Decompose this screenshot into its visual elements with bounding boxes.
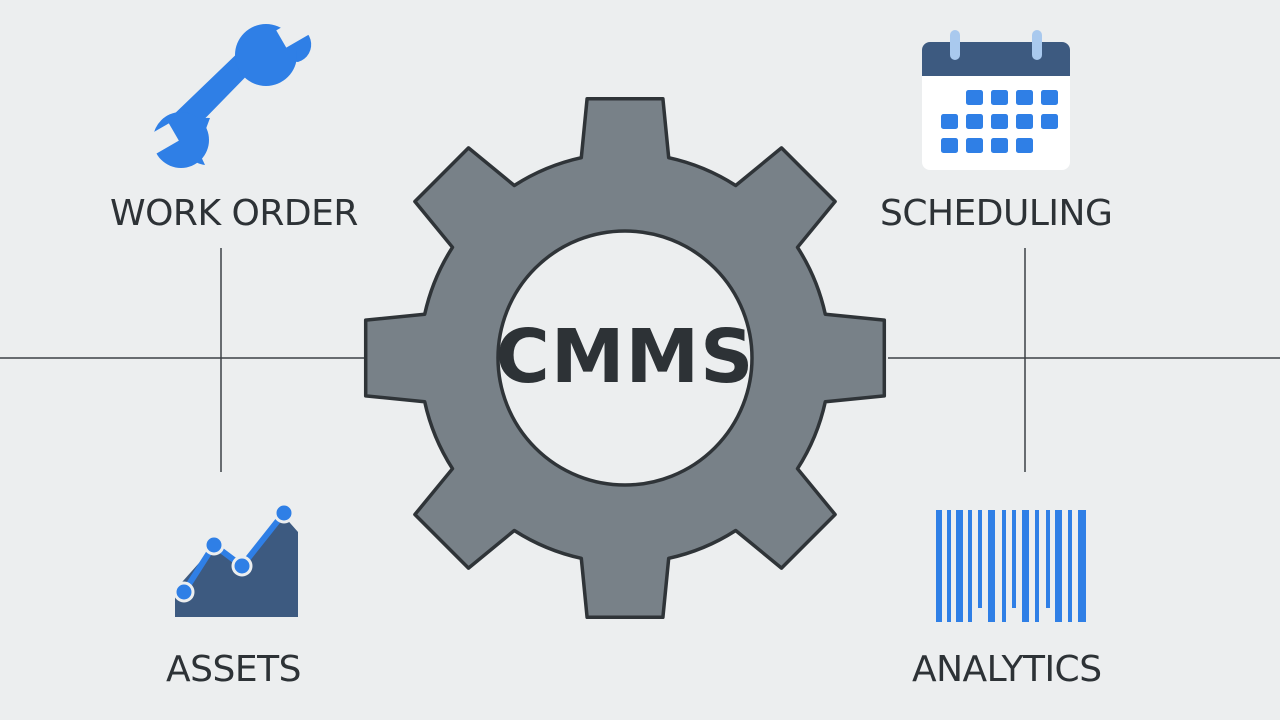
calendar-days-grid [941, 90, 1058, 153]
barcode-bar [1035, 510, 1039, 622]
gear-icon [363, 96, 887, 620]
calendar-day-cell [941, 114, 958, 129]
barcode-bar [1055, 510, 1062, 622]
calendar-ring-left [950, 30, 960, 60]
barcode-bar [1078, 510, 1086, 622]
chart-line [181, 511, 287, 594]
barcode-bar [1002, 510, 1006, 622]
chart-point [173, 581, 195, 603]
barcode-bar [988, 510, 995, 622]
calendar-day-cell [941, 138, 958, 153]
assets-label: ASSETS [166, 649, 301, 690]
calendar-day-cell [966, 114, 983, 129]
barcode-bar [1046, 510, 1050, 608]
barcode-bar [1012, 510, 1016, 608]
chart-point [231, 555, 253, 577]
chart-point [203, 534, 225, 556]
calendar-day-cell [1016, 114, 1033, 129]
calendar-ring-right [1032, 30, 1042, 60]
line-chart-icon [173, 502, 298, 617]
calendar-day-cell [991, 138, 1008, 153]
calendar-day-cell [1041, 90, 1058, 105]
gear-hub [496, 229, 754, 487]
scheduling-label: SCHEDULING [880, 193, 1113, 234]
chart-point [273, 502, 295, 524]
work-order-label: WORK ORDER [110, 193, 358, 234]
wrench-icon [142, 15, 313, 168]
calendar-day-cell [966, 90, 983, 105]
calendar-day-cell [966, 138, 983, 153]
analytics-label: ANALYTICS [912, 649, 1102, 690]
barcode-bar [1068, 510, 1072, 622]
center-label: CMMS [495, 314, 755, 400]
calendar-day-cell [1016, 90, 1033, 105]
barcode-bar [968, 510, 972, 622]
calendar-day-cell [991, 114, 1008, 129]
barcode-bar [978, 510, 982, 608]
barcode-bar [956, 510, 963, 622]
barcode-bar [1022, 510, 1029, 622]
connector-lines [0, 248, 1280, 472]
barcode-icon [936, 510, 1086, 622]
calendar-day-cell [991, 90, 1008, 105]
barcode-bar [947, 510, 951, 622]
calendar-day-cell [1016, 138, 1033, 153]
barcode-bar [936, 510, 942, 622]
calendar-icon [922, 30, 1070, 170]
calendar-day-cell [1041, 114, 1058, 129]
